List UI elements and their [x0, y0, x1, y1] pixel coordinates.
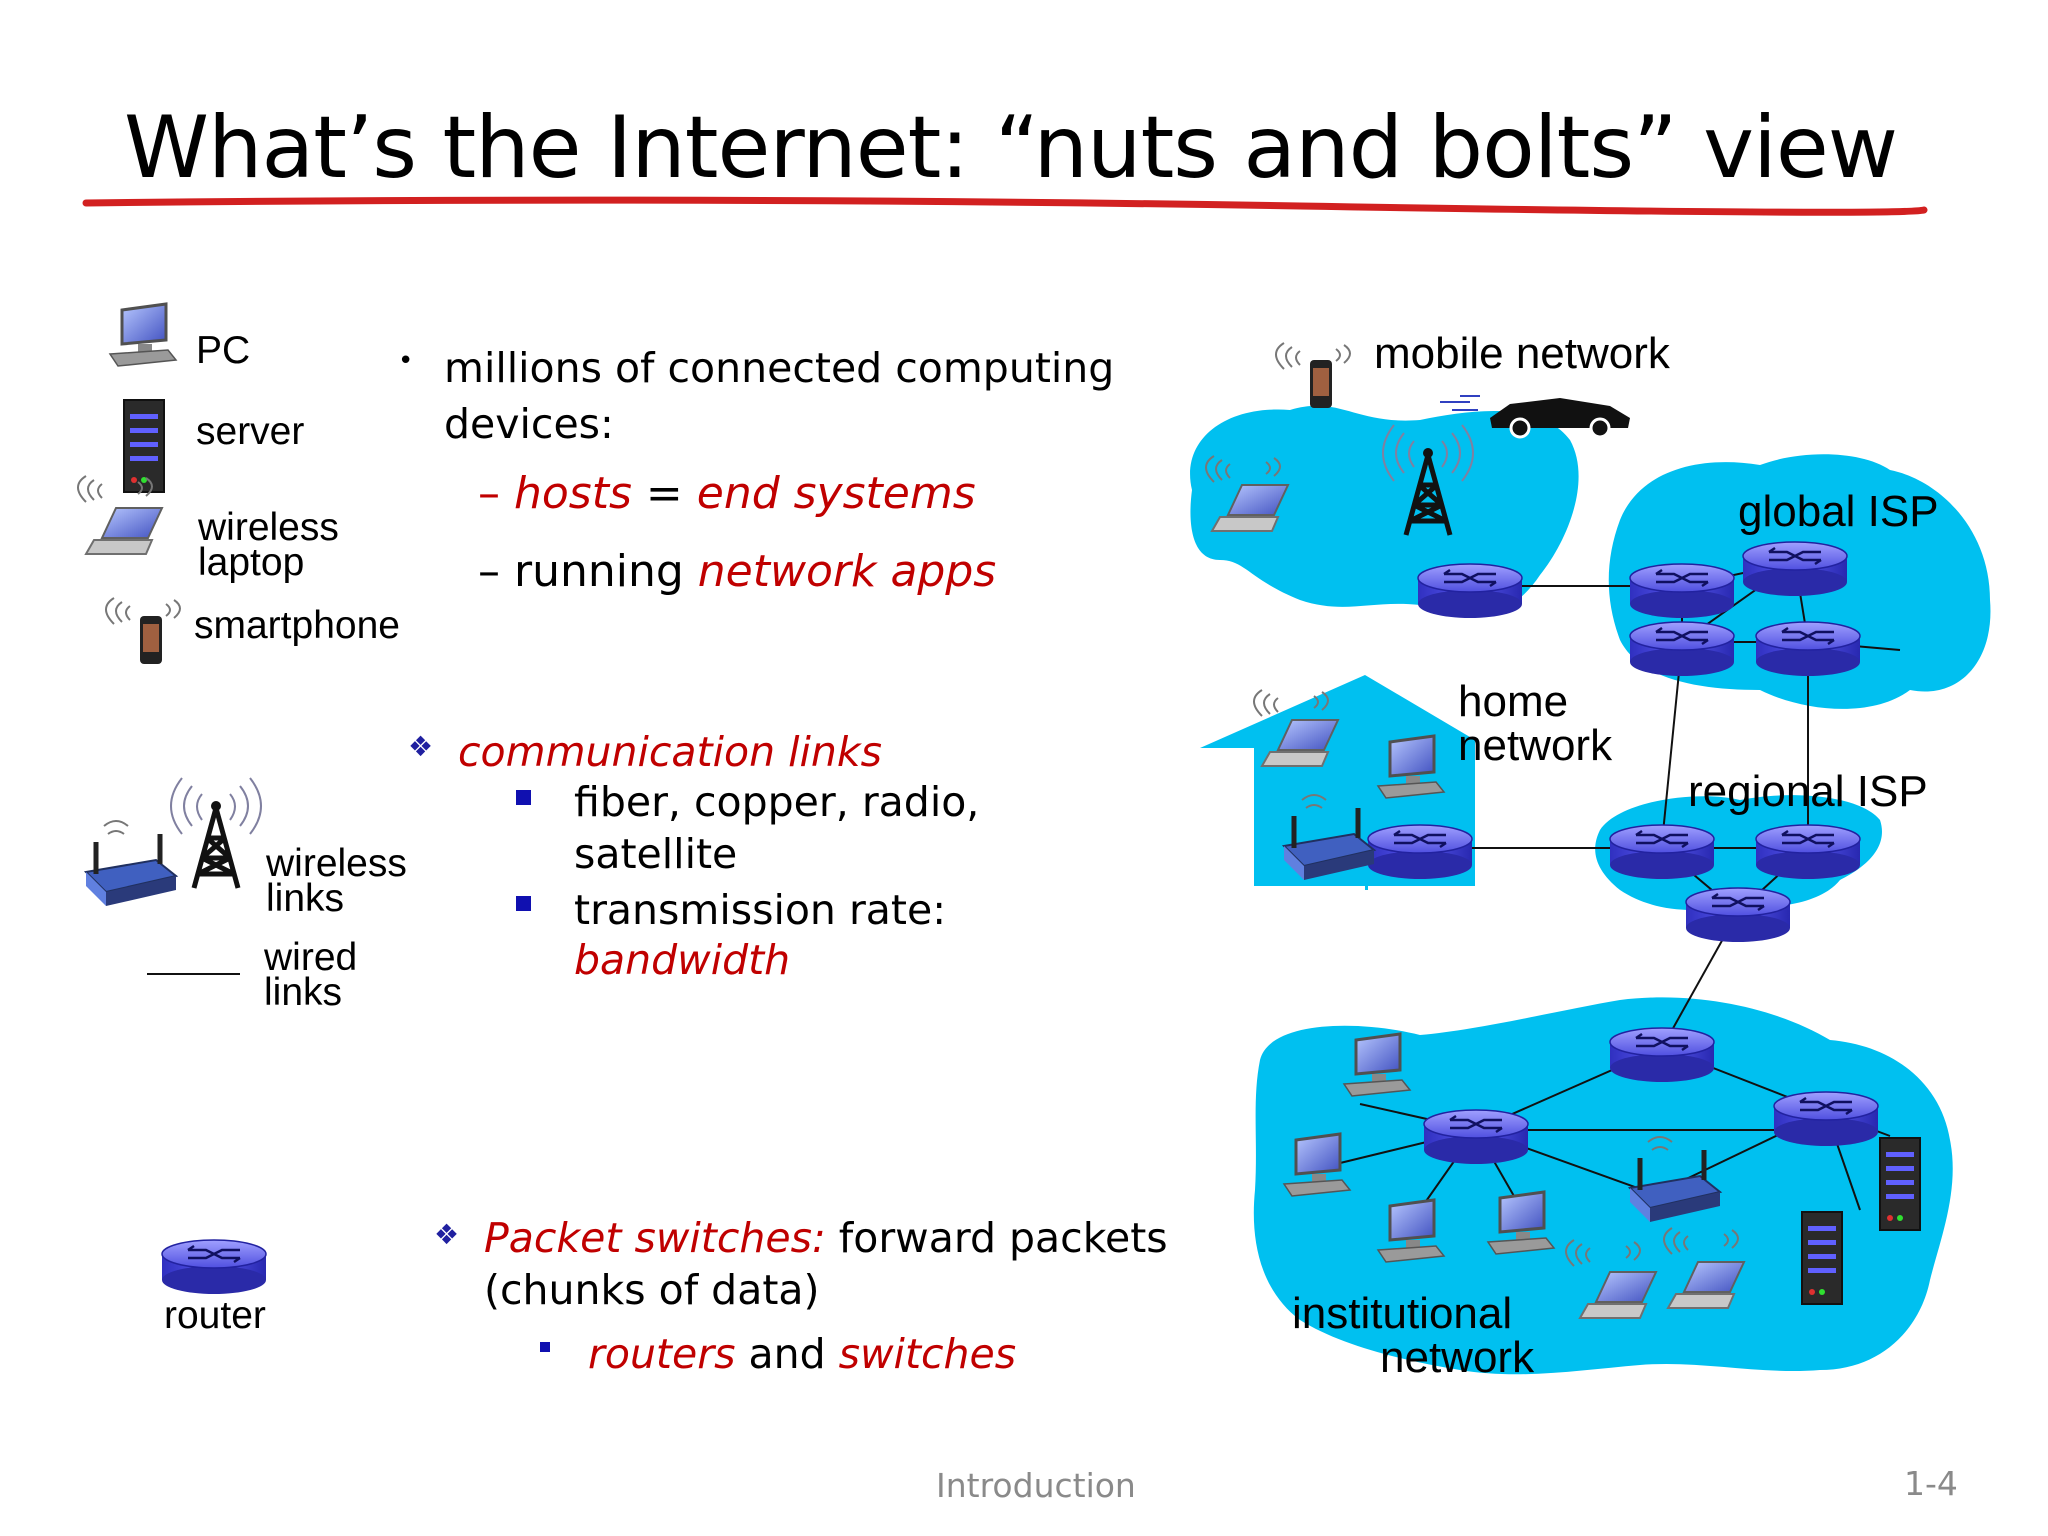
footer-section: Introduction	[936, 1466, 1136, 1505]
square-bullet-3	[540, 1342, 550, 1352]
routers-text: routers	[588, 1330, 736, 1378]
square-bullet-1	[516, 790, 531, 805]
forward-text: forward packets	[825, 1214, 1168, 1262]
packet-switches-line: Packet switches: forward packets	[484, 1214, 1168, 1262]
legend-wireless-links-label-1: wireless	[266, 842, 407, 885]
communication-links-heading: communication links	[458, 728, 882, 776]
end-systems-text: end systems	[696, 468, 976, 519]
diamond-bullet-2: ❖	[434, 1218, 460, 1251]
institutional-network-label-2: network	[1380, 1333, 1535, 1382]
institutional-network-label-1: institutional	[1292, 1289, 1513, 1338]
hosts-text: hosts	[514, 468, 632, 519]
regional-isp-label: regional ISP	[1688, 767, 1928, 816]
bandwidth-text: bandwidth	[574, 936, 791, 984]
fiber-line1: fiber, copper, radio,	[574, 778, 980, 826]
running-text: running	[514, 546, 698, 597]
network-apps-text: network apps	[697, 546, 997, 597]
fiber-line2: satellite	[574, 830, 738, 878]
slide-title: What’s the Internet: “nuts and bolts” vi…	[124, 98, 1898, 198]
legend-wired-links-label-2: links	[264, 971, 343, 1014]
legend-wireless-laptop-label-2: laptop	[198, 541, 305, 584]
legend-wireless-laptop-label-1: wireless	[198, 506, 339, 549]
packet-switches-text: Packet switches:	[484, 1214, 826, 1262]
transmission-rate-line: transmission rate:	[574, 886, 947, 934]
home-network-label-2: network	[1458, 721, 1613, 770]
legend-wireless-links-label-2: links	[266, 877, 345, 920]
legend-smartphone-label: smartphone	[194, 604, 400, 647]
routers-switches-line: routers and switches	[588, 1330, 1016, 1378]
legend-pc-label: PC	[196, 329, 251, 372]
and-text: and	[735, 1330, 839, 1378]
bullet-devices-line1: millions of connected computing	[444, 344, 1115, 392]
footer-page-number: 1-4	[1904, 1464, 1958, 1503]
equals-text: =	[631, 468, 697, 519]
global-isp-label: global ISP	[1738, 487, 1939, 536]
chunks-line: (chunks of data)	[484, 1266, 820, 1314]
square-bullet-2	[516, 896, 531, 911]
legend-router-label: router	[164, 1294, 266, 1337]
sub-bullet-hosts: – hosts = end systems	[478, 468, 976, 519]
mobile-network-label: mobile network	[1374, 329, 1670, 378]
diamond-bullet-1: ❖	[408, 730, 434, 763]
sub-bullet-running: – running network apps	[478, 546, 997, 597]
bullet-devices-line2: devices:	[444, 400, 614, 448]
home-network-label-1: home	[1458, 677, 1569, 726]
car-icon	[1440, 395, 1630, 439]
legend-wired-links-label-1: wired	[264, 936, 358, 979]
legend-server-label: server	[196, 410, 305, 453]
bullet-dot: •	[398, 346, 414, 376]
switches-text: switches	[838, 1330, 1017, 1378]
